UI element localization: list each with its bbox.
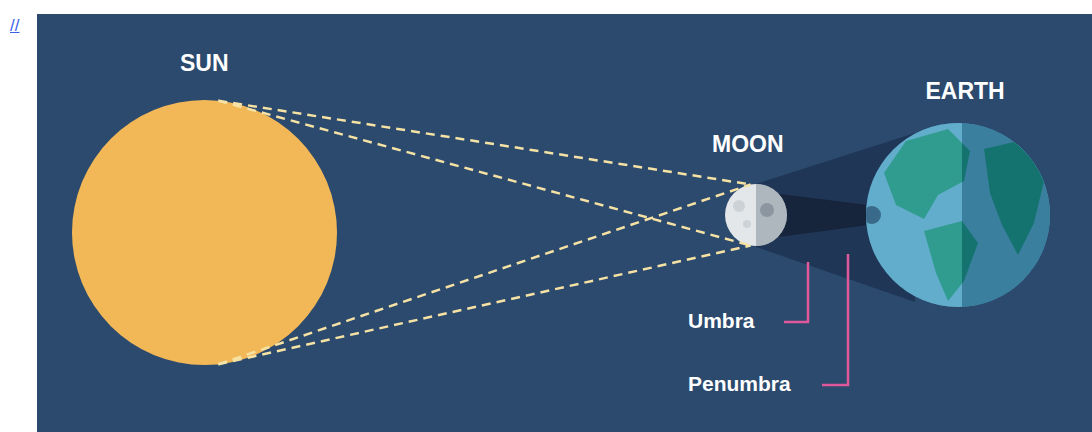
earth-body xyxy=(863,123,1050,307)
umbra-spot xyxy=(863,206,881,224)
moon-outline xyxy=(725,184,787,246)
background-panel xyxy=(37,14,1092,432)
node-title: EARTH xyxy=(926,78,1005,105)
node-title: MOON xyxy=(712,131,784,158)
link-mark: // xyxy=(10,16,19,36)
light-ray xyxy=(218,246,750,365)
earth-circle: EARTH xyxy=(866,123,1050,307)
node-title: SUN xyxy=(180,50,229,77)
moon-circle: MOON xyxy=(725,184,787,246)
sun-circle: SUN xyxy=(72,100,337,365)
shadow-label: Umbra xyxy=(688,309,755,333)
sun-disc xyxy=(72,100,337,365)
crater xyxy=(733,200,745,212)
light-ray xyxy=(218,184,750,364)
moon-lit xyxy=(725,184,787,246)
ocean xyxy=(866,123,1050,307)
sun-outline xyxy=(72,100,337,365)
light-ray xyxy=(218,101,750,246)
moon-body xyxy=(725,184,787,246)
shadow-label: Penumbra xyxy=(688,372,791,396)
night-side xyxy=(962,123,1050,307)
leader-line xyxy=(822,254,848,385)
earth-outline xyxy=(866,123,1050,307)
leader-line xyxy=(784,262,808,322)
crater xyxy=(743,220,751,228)
moon-dark-side xyxy=(756,184,787,246)
